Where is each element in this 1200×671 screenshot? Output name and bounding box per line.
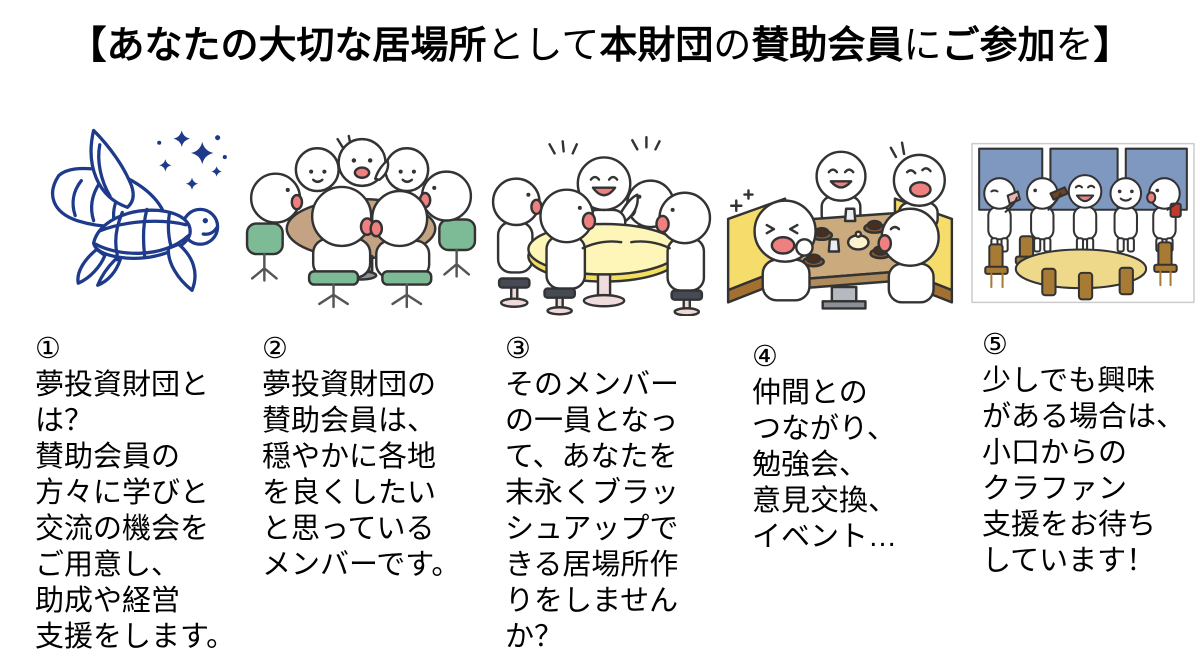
sparkle-stars	[157, 130, 227, 190]
person-head	[576, 156, 632, 212]
title-segment: を	[1055, 25, 1094, 67]
person-body	[496, 220, 534, 274]
standing-party-illustration	[971, 142, 1195, 304]
column-4-text: ④ 仲間との つながり、 勉強会、 意見交換、 イベント…	[752, 339, 942, 555]
turtle-rear-flipper	[76, 247, 107, 285]
person-head	[310, 185, 373, 248]
winged-turtle-graphic	[50, 128, 227, 292]
chairs-front	[1041, 266, 1134, 301]
turtle-upper-wing	[89, 128, 135, 209]
standing-table-chat-graphic	[491, 136, 712, 316]
person-head	[892, 153, 946, 207]
column-1-text: ① 夢投資財団と は？ 賛助会員の 方々に学びと 交流の機会を ご用意し、 助成…	[35, 331, 250, 655]
column-3-text: ③ そのメンバー の一員となっ て、あなたを 末永くブラッ シュアップで きる居…	[505, 331, 720, 655]
column-2-text: ② 夢投資財団の 賛助会員は、 穏やかに各地 を良くしたい と思っている メンバ…	[262, 331, 480, 583]
title-segment: 賛助会員	[751, 25, 904, 67]
person-body	[761, 258, 811, 302]
column-2-number: ②	[262, 333, 288, 365]
person-head	[370, 189, 429, 248]
person-body	[887, 262, 935, 304]
title-segment: の	[713, 25, 752, 67]
title-segment: に	[903, 25, 942, 67]
turtle-front-flipper	[166, 242, 197, 292]
standing-table-chat-illustration	[486, 130, 714, 316]
column-4-body: 仲間との つながり、 勉強会、 意見交換、 イベント…	[752, 377, 898, 553]
column-5-body: 少しでも興味 がある場合は、 小口からの クラファン 支援をお待ち しています！	[982, 365, 1186, 577]
title-segment: 】	[1093, 25, 1132, 67]
person-body	[666, 236, 706, 292]
person-body	[1030, 205, 1055, 241]
stool	[670, 289, 704, 301]
column-3-body: そのメンバー の一員となっ て、あなたを 末永くブラッ シュアップで きる居場所…	[505, 369, 680, 653]
person-head	[1067, 174, 1103, 209]
column-5-number: ⑤	[982, 329, 1008, 361]
stool	[497, 277, 531, 289]
column-1-body: 夢投資財団と は？ 賛助会員の 方々に学びと 交流の機会を ご用意し、 助成や経…	[35, 369, 236, 653]
person-body	[1113, 205, 1138, 241]
winged-turtle-illustration	[28, 112, 233, 317]
person-body	[1072, 205, 1098, 241]
title-segment: 本財団	[599, 25, 714, 67]
office-chairs-back	[245, 218, 477, 256]
column-4-number: ④	[752, 341, 778, 373]
stool	[543, 287, 576, 299]
person-head	[1109, 177, 1143, 210]
round-table-meeting-illustration	[244, 126, 478, 316]
person-head	[294, 147, 340, 193]
round-table-meeting-graphic	[245, 134, 477, 309]
person-head	[384, 147, 430, 193]
column-1-number: ①	[35, 333, 61, 365]
restaurant-booth-illustration	[720, 128, 960, 316]
person-head	[815, 150, 867, 202]
title-segment: として	[486, 25, 600, 67]
office-chairs-front	[307, 270, 433, 286]
person-body	[545, 234, 587, 290]
title-segment: 【あなたの大切な居場所	[68, 25, 487, 67]
standing-party-graphic	[971, 142, 1195, 304]
column-5-text: ⑤ 少しでも興味 がある場合は、 小口からの クラファン 支援をお待ち していま…	[982, 327, 1200, 579]
title-segment: ご参加	[941, 25, 1056, 67]
page-title: 【あなたの大切な居場所として本財団の賛助会員にご参加を】	[0, 14, 1200, 69]
column-3-number: ③	[505, 333, 531, 365]
bottle	[1049, 186, 1069, 201]
column-2-body: 夢投資財団の 賛助会員は、 穏やかに各地 を良くしたい と思っている メンバーで…	[262, 369, 461, 581]
restaurant-booth-graphic	[726, 141, 954, 310]
